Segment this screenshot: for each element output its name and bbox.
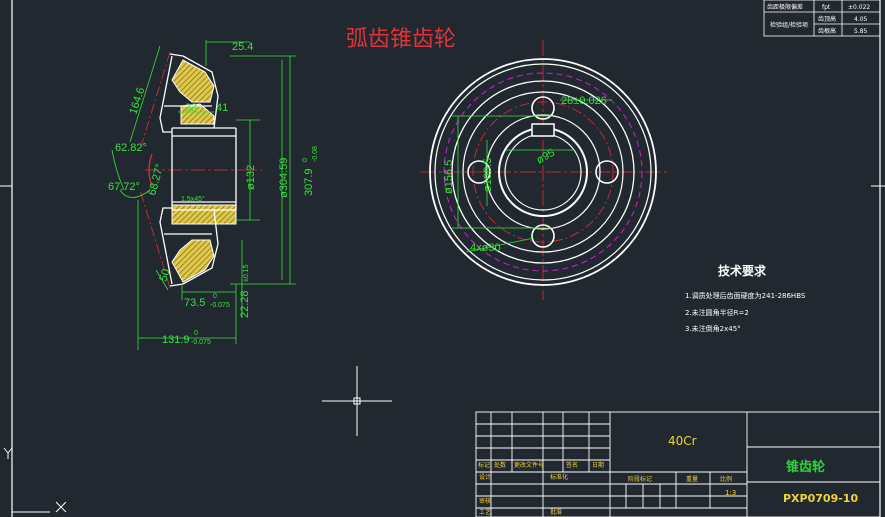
dim-d14-tol0: 0: [194, 330, 198, 337]
review-label: 审核: [479, 497, 491, 505]
part-name: 锥齿轮: [786, 459, 825, 475]
parameter-table: [763, 0, 881, 37]
keyway: [531, 123, 555, 137]
tech-heading: 技术要求: [718, 263, 767, 278]
dim-d9: ø304.59: [278, 158, 290, 198]
param-r3c2: 齿根高: [818, 27, 836, 35]
param-r2c2: 齿顶高: [818, 15, 836, 23]
rev-label-5: 日期: [592, 461, 604, 469]
bolt-hole: [531, 96, 555, 120]
bolt-hole: [531, 224, 555, 248]
param-r1c1: 齿距极限偏差: [767, 3, 803, 11]
dim-d18: 4xø30: [470, 242, 501, 254]
stage-mark-label: 阶段标记: [628, 475, 652, 483]
param-r2c1: 检验组/检验项: [770, 21, 808, 29]
tech-item-3: 3.未注倒角2x45°: [685, 324, 741, 333]
rev-label-1: 标记: [478, 461, 490, 469]
dim-d10: 307.9: [303, 168, 315, 196]
drawing-number: PXP0709-10: [783, 492, 858, 505]
pitch-circle: [443, 72, 643, 272]
dim-d12-tol0: 0: [213, 293, 217, 300]
process-label: 工艺: [479, 508, 491, 516]
dim-d3: 33: [185, 102, 197, 114]
approve-label: 批准: [550, 508, 562, 516]
tech-item-2: 2.未注圆角半径R=2: [685, 308, 749, 317]
lower-tooth-section: [171, 239, 215, 283]
material-text: 40Cr: [668, 434, 697, 448]
dim-d20: ø108.5: [482, 158, 494, 192]
dim-d15: 28±0.026: [561, 95, 607, 107]
front-view: 28±0.026 ø156.5 ø108.5 ø95 4xø30: [420, 40, 670, 300]
dim-d6: 67.72°: [108, 181, 140, 193]
drawing-title: 弧齿锥齿轮: [346, 27, 456, 52]
upper-tooth-section: [171, 59, 215, 103]
param-r2c3: 4.05: [854, 16, 868, 23]
tech-item-1: 1.调质处理后齿面硬度为241-286HBS: [685, 291, 806, 300]
bolt-hole: [467, 160, 491, 184]
rev-label-4: 签名: [566, 461, 578, 469]
dim-d8: ø132: [245, 165, 257, 190]
section-view: 25.4 164.6 33 41 62.82° 67.72° 68.27° ø1…: [108, 40, 319, 350]
scale-text: 1:3: [725, 489, 736, 497]
cad-crosshair[interactable]: [322, 366, 392, 436]
ratio-label: 比例: [720, 475, 732, 483]
dim-d1: 25.4: [232, 41, 253, 53]
designer-label: 设计: [479, 473, 491, 481]
dim-d13-tol: ±0.15: [243, 264, 250, 282]
technical-requirements: 技术要求 1.调质处理后齿面硬度为241-286HBS 2.未注圆角半径R=2 …: [685, 263, 806, 333]
rev-label-3: 更改文件号: [514, 461, 544, 469]
dim-d2: 164.6: [127, 86, 147, 116]
param-r1c3: ±0.022: [848, 4, 870, 11]
dim-d12: 73.5: [184, 297, 205, 309]
dim-d4: 41: [216, 102, 228, 114]
dim-d12-tol: -0.075: [210, 302, 230, 309]
dim-d14: 131.9: [162, 334, 190, 346]
standard-label: 标准化: [550, 473, 568, 481]
dim-d19: 1.5x45°: [181, 195, 205, 203]
title-block: [475, 411, 881, 517]
bolt-hole: [595, 160, 619, 184]
dim-d16: ø156.5: [443, 160, 455, 194]
param-r3c3: 5.85: [854, 28, 868, 35]
dim-d13: 22.28: [239, 290, 251, 318]
param-r1c2: fpt: [822, 4, 831, 11]
weight-label: 重量: [686, 475, 698, 483]
dim-d10-tol0: 0: [302, 158, 309, 162]
dim-d14-tol: -0.075: [191, 339, 211, 346]
rev-label-2: 处数: [494, 461, 506, 469]
ucs-icon: [3, 447, 67, 513]
dim-d10-tol: -0.08: [312, 146, 319, 162]
dim-d5: 62.82°: [115, 142, 147, 154]
outer-circle: [429, 58, 657, 286]
dim-d11: 50: [157, 268, 172, 283]
